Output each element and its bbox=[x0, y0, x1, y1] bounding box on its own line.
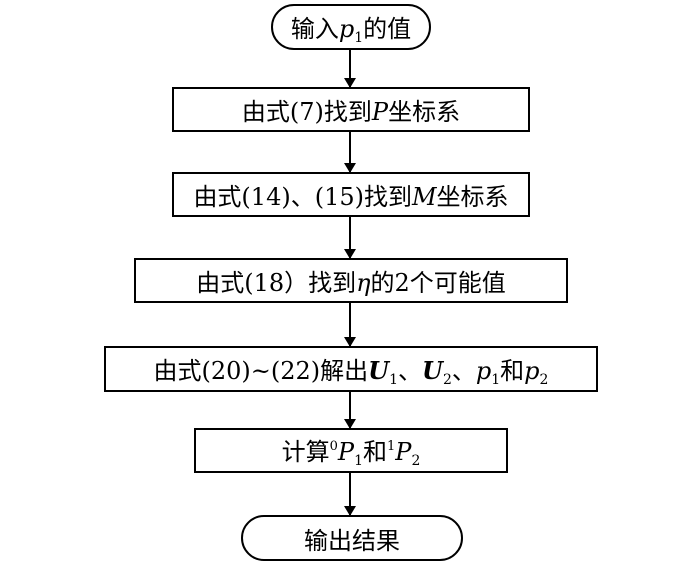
label-part: 、 bbox=[451, 356, 476, 385]
label-part: 计算 bbox=[281, 438, 330, 466]
label-part: p bbox=[475, 356, 492, 385]
label-part: M bbox=[411, 183, 437, 211]
label-part: 和 bbox=[363, 438, 387, 466]
label-part: 由式(7)找到 bbox=[241, 98, 372, 126]
step-find-eta-values: 由式(18）找到η的2个可能值 bbox=[134, 258, 568, 303]
label-part: P bbox=[395, 438, 412, 466]
label-part: 2 bbox=[442, 371, 452, 388]
label-part: 由式(18）找到 bbox=[196, 269, 357, 297]
node-label: 由式(14)、(15)找到M坐标系 bbox=[193, 177, 508, 212]
start-node: 输入p1的值 bbox=[271, 4, 431, 50]
label-part: P bbox=[337, 438, 355, 466]
end-node: 输出结果 bbox=[241, 515, 463, 561]
node-label: 输入p1的值 bbox=[291, 9, 411, 46]
label-part: p bbox=[524, 356, 540, 385]
node-label: 输出结果 bbox=[304, 521, 400, 556]
label-part: 的值 bbox=[363, 14, 412, 43]
label-part: 输出结果 bbox=[304, 526, 400, 555]
step-find-p-frame: 由式(7)找到P坐标系 bbox=[172, 87, 530, 132]
label-part: 1 bbox=[389, 371, 399, 388]
step-solve-u-p: 由式(20)~(22)解出U1、U2、p1和p2 bbox=[104, 346, 598, 392]
node-label: 由式(20)~(22)解出U1、U2、p1和p2 bbox=[154, 351, 549, 388]
label-part: 0 bbox=[329, 439, 338, 454]
label-part: 的2个可能值 bbox=[370, 269, 506, 297]
label-part: 1 bbox=[354, 29, 364, 46]
label-part: U bbox=[422, 355, 443, 385]
label-part: 由式(14)、(15)找到 bbox=[193, 183, 412, 211]
label-part: 1 bbox=[354, 453, 363, 469]
step-compute-p: 计算0P1和1P2 bbox=[194, 428, 508, 473]
label-part: 输入 bbox=[290, 14, 339, 43]
label-part: 1 bbox=[491, 371, 501, 388]
label-part: 2 bbox=[539, 371, 549, 388]
label-part: 坐标系 bbox=[388, 98, 461, 126]
label-part: p bbox=[338, 14, 355, 43]
label-part: 坐标系 bbox=[436, 183, 509, 211]
label-part: 和 bbox=[500, 356, 525, 385]
label-part: 由式(20)~(22)解出 bbox=[153, 356, 369, 385]
label-part: 、 bbox=[398, 356, 423, 385]
node-label: 计算0P1和1P2 bbox=[282, 432, 421, 469]
node-label: 由式(18）找到η的2个可能值 bbox=[196, 263, 506, 298]
step-find-m-frame: 由式(14)、(15)找到M坐标系 bbox=[172, 172, 530, 217]
label-part: P bbox=[371, 98, 389, 126]
label-part: 2 bbox=[411, 453, 421, 469]
node-label: 由式(7)找到P坐标系 bbox=[242, 92, 460, 127]
label-part: 1 bbox=[387, 439, 396, 454]
label-part: U bbox=[368, 355, 390, 385]
label-part: η bbox=[356, 269, 371, 297]
